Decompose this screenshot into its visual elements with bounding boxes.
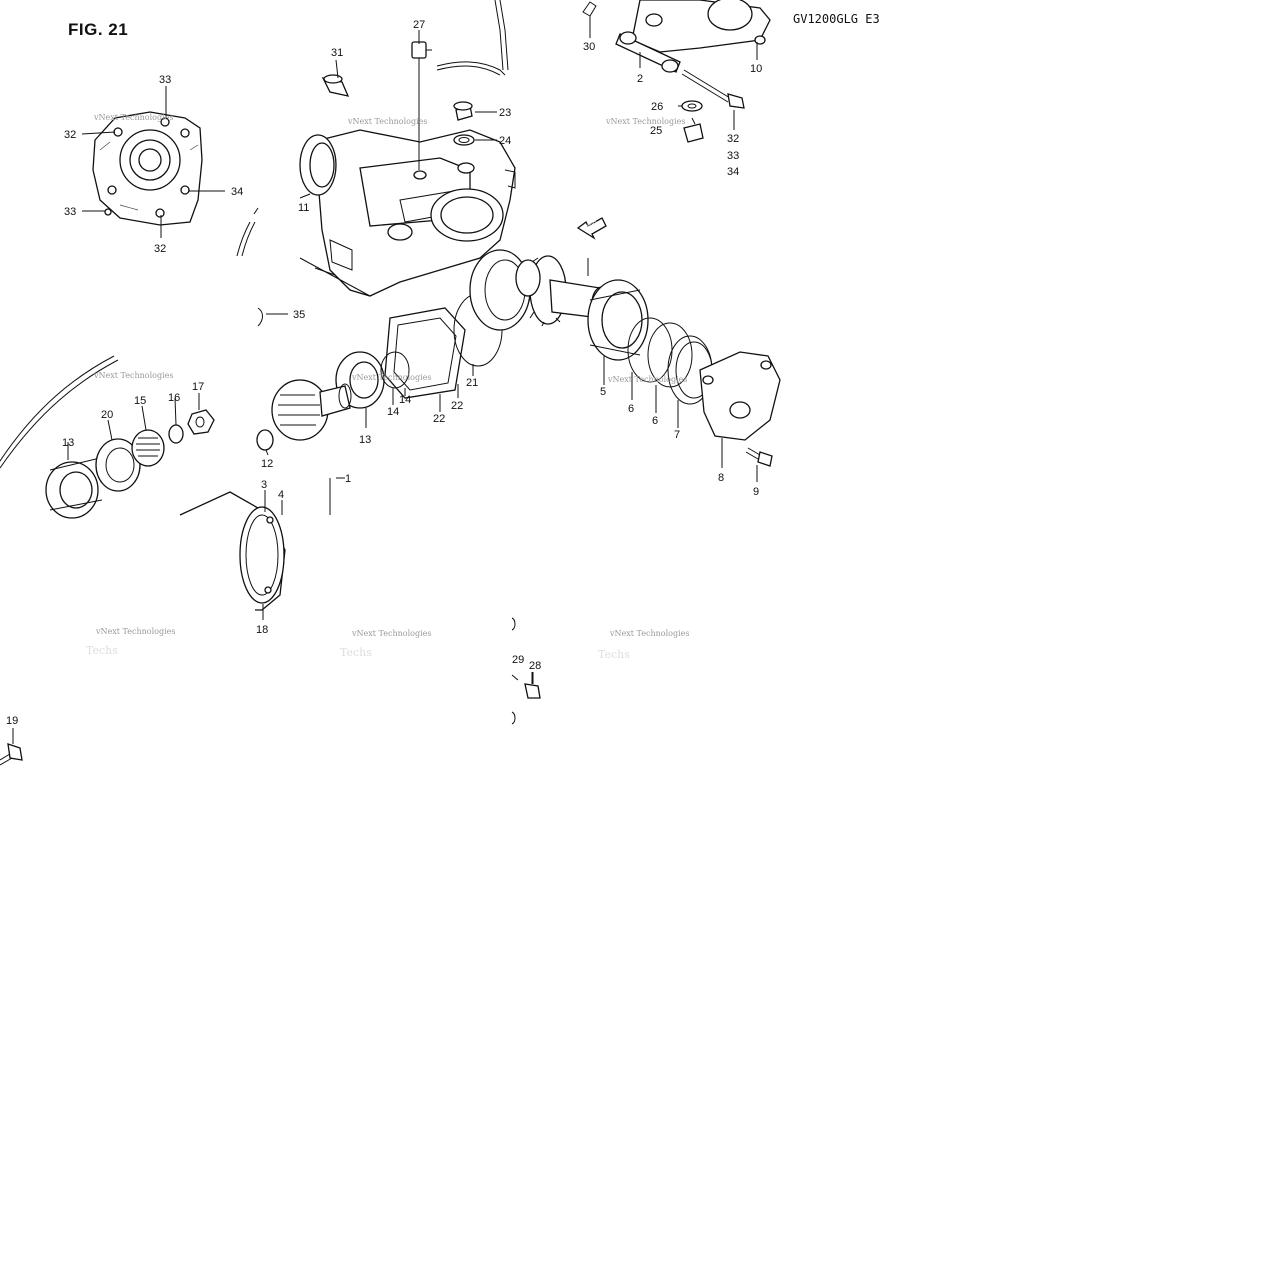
part-seal-20 [95, 438, 141, 492]
callout-label: 23 [499, 107, 511, 119]
part-cover-8 [699, 351, 781, 441]
callout-label: 32 [154, 243, 166, 255]
callout-label: 32 [727, 133, 739, 145]
watermark-text: Techs [598, 648, 630, 661]
part-splined-hub-15 [131, 424, 184, 467]
part-washer [681, 100, 703, 112]
watermark-text: vNext Technologies [95, 627, 175, 636]
part-bearing-5 [587, 279, 649, 361]
watermark-text: vNext Technologies [347, 117, 427, 126]
callout-label: 20 [101, 409, 113, 421]
watermark-text: vNext Technologies [93, 371, 173, 380]
callout-label: 30 [583, 41, 595, 53]
part-gaskets [384, 249, 541, 399]
part-cover-18 [179, 491, 286, 611]
callout-label: 14 [399, 394, 411, 406]
callout-label: 34 [727, 166, 739, 178]
callout-label: 22 [433, 413, 445, 425]
callout-label: 33 [159, 74, 171, 86]
watermark-text: vNext Technologies [607, 375, 687, 384]
model-code: GV1200GLG E3 [793, 12, 880, 26]
callout-label: 6 [628, 403, 634, 415]
callout-label: 5 [600, 386, 606, 398]
callout-label: 13 [359, 434, 371, 446]
callout-label: 32 [64, 129, 76, 141]
part-nut-17 [187, 409, 215, 435]
callout-label: 18 [256, 624, 268, 636]
part-oil-plug [453, 101, 475, 146]
callout-label: 31 [331, 47, 343, 59]
callout-label: 22 [451, 400, 463, 412]
callout-label: 8 [718, 472, 724, 484]
callout-label: 26 [651, 101, 663, 113]
watermark-text: vNext Technologies [605, 117, 685, 126]
part-breather [411, 0, 509, 76]
callout-label: 14 [387, 406, 399, 418]
callout-label: 10 [750, 63, 762, 75]
callout-label: 35 [293, 309, 305, 321]
callout-label: 27 [413, 19, 425, 31]
part-bolt-19 [0, 743, 23, 766]
part-long-bolt [681, 69, 745, 109]
callout-label: 7 [674, 429, 680, 441]
part-plug-bolt [683, 117, 704, 143]
part-bearing-12 [256, 429, 274, 451]
part-dowel [321, 74, 350, 97]
callout-label: 15 [134, 395, 146, 407]
part-drive-pinion [271, 379, 352, 441]
callout-label: 1 [345, 473, 351, 485]
callout-label: 3 [261, 479, 267, 491]
watermark-text: vNext Technologies [351, 373, 431, 382]
callout-label: 28 [529, 660, 541, 672]
callout-label: 2 [637, 73, 643, 85]
callout-label: 13 [62, 437, 74, 449]
callout-label: 25 [650, 125, 662, 137]
figure-title: FIG. 21 [68, 20, 129, 39]
callout-label: 33 [64, 206, 76, 218]
hose-line [236, 207, 259, 257]
watermark-text: vNext Technologies [609, 629, 689, 638]
callout-label: 12 [261, 458, 273, 470]
callout-label: 11 [298, 202, 309, 214]
callouts: 1 2 3 4 5 6 6 7 8 9 10 11 12 13 13 14 14… [6, 19, 762, 727]
callout-label: 9 [753, 486, 759, 498]
part-left-hose [0, 355, 119, 469]
callout-label: 33 [727, 150, 739, 162]
callout-label: 29 [512, 654, 524, 666]
callout-label: 34 [231, 186, 243, 198]
part-bolt-9 [745, 447, 773, 467]
watermarks: vNext Technologies vNext Technologies vN… [86, 113, 689, 661]
callout-label: 6 [652, 415, 658, 427]
callout-label: 4 [278, 489, 284, 501]
callout-label: 16 [168, 392, 180, 404]
part-rear-housing [582, 0, 771, 73]
callout-label: 17 [192, 381, 204, 393]
gear-case-housing [299, 129, 516, 297]
inset-housing-cover [92, 111, 203, 226]
part-bolt-28 [524, 672, 541, 699]
watermark-text: vNext Technologies [93, 113, 173, 122]
callout-label: 24 [499, 135, 511, 147]
watermark-text: vNext Technologies [351, 629, 431, 638]
callout-label: 21 [466, 377, 478, 389]
watermark-text: Techs [340, 646, 372, 659]
fwd-label: FWD [584, 220, 600, 231]
part-oil-seal [299, 134, 337, 196]
leader-lines [12, 16, 758, 744]
fwd-arrow-icon: FWD [576, 217, 607, 240]
part-bearing-13 [335, 351, 410, 409]
callout-label: 19 [6, 715, 18, 727]
part-clip [257, 307, 263, 327]
watermark-text: Techs [86, 644, 118, 657]
part-bearing-left [45, 457, 103, 519]
part-bolt-29 [511, 617, 519, 725]
